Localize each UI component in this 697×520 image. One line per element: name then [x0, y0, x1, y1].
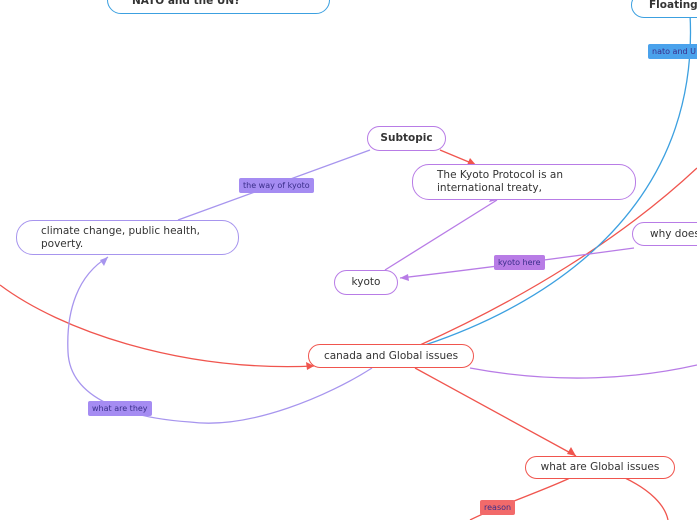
node-canada-global[interactable]: canada and Global issues: [308, 344, 474, 368]
link-canada-to-floating: [424, 13, 692, 346]
node-subtopic[interactable]: Subtopic: [367, 126, 446, 151]
node-kyoto-text: kyoto: [351, 276, 381, 288]
node-why-does-text: why does: [650, 227, 697, 240]
node-climate-change-text: climate change, public health, poverty.: [41, 224, 201, 250]
label-nato-un[interactable]: nato and U: [648, 44, 697, 59]
link-kyoto-to-protocol: [384, 199, 498, 271]
arrow-head: [100, 257, 108, 266]
node-what-global[interactable]: what are Global issues: [525, 456, 675, 479]
link-canada-to-global: [414, 367, 577, 457]
label-reason[interactable]: reason: [480, 500, 516, 515]
link-canada-to-right-purple: [469, 364, 697, 379]
label-the-way-of-kyoto[interactable]: the way of kyoto: [239, 178, 314, 193]
node-canada-global-text: canada and Global issues: [323, 349, 459, 362]
node-what-global-text: what are Global issues: [540, 461, 660, 473]
label-what-are-they-text: what are they: [92, 404, 148, 413]
link-global-to-reason: [469, 477, 571, 520]
node-subtopic-text: Subtopic: [380, 132, 433, 144]
label-the-way-of-kyoto-text: the way of kyoto: [243, 181, 310, 190]
link-global-down: [624, 477, 669, 520]
label-kyoto-here-text: kyoto here: [498, 258, 541, 267]
node-why-does[interactable]: why does: [632, 222, 697, 246]
label-kyoto-here[interactable]: kyoto here: [494, 255, 545, 270]
node-kyoto[interactable]: kyoto: [334, 270, 398, 295]
node-nato-question[interactable]: NATO and the UN?: [107, 0, 330, 14]
arrow-head: [567, 447, 576, 456]
node-floating[interactable]: Floating t: [631, 0, 697, 18]
link-canada-to-right: [419, 167, 697, 346]
arrow-head: [400, 274, 409, 281]
node-kyoto-protocol[interactable]: The Kyoto Protocol is an international t…: [412, 164, 636, 200]
label-reason-text: reason: [484, 503, 512, 512]
label-nato-un-text: nato and U: [652, 47, 696, 56]
node-floating-text: Floating t: [649, 0, 697, 11]
arrow-head: [306, 362, 314, 370]
node-nato-question-text: NATO and the UN?: [132, 0, 241, 7]
node-climate-change[interactable]: climate change, public health, poverty.: [16, 220, 239, 255]
link-left-to-canada: [0, 284, 315, 368]
node-kyoto-protocol-text: The Kyoto Protocol is an international t…: [437, 169, 563, 194]
label-what-are-they[interactable]: what are they: [88, 401, 152, 416]
arrow-head: [467, 158, 476, 165]
